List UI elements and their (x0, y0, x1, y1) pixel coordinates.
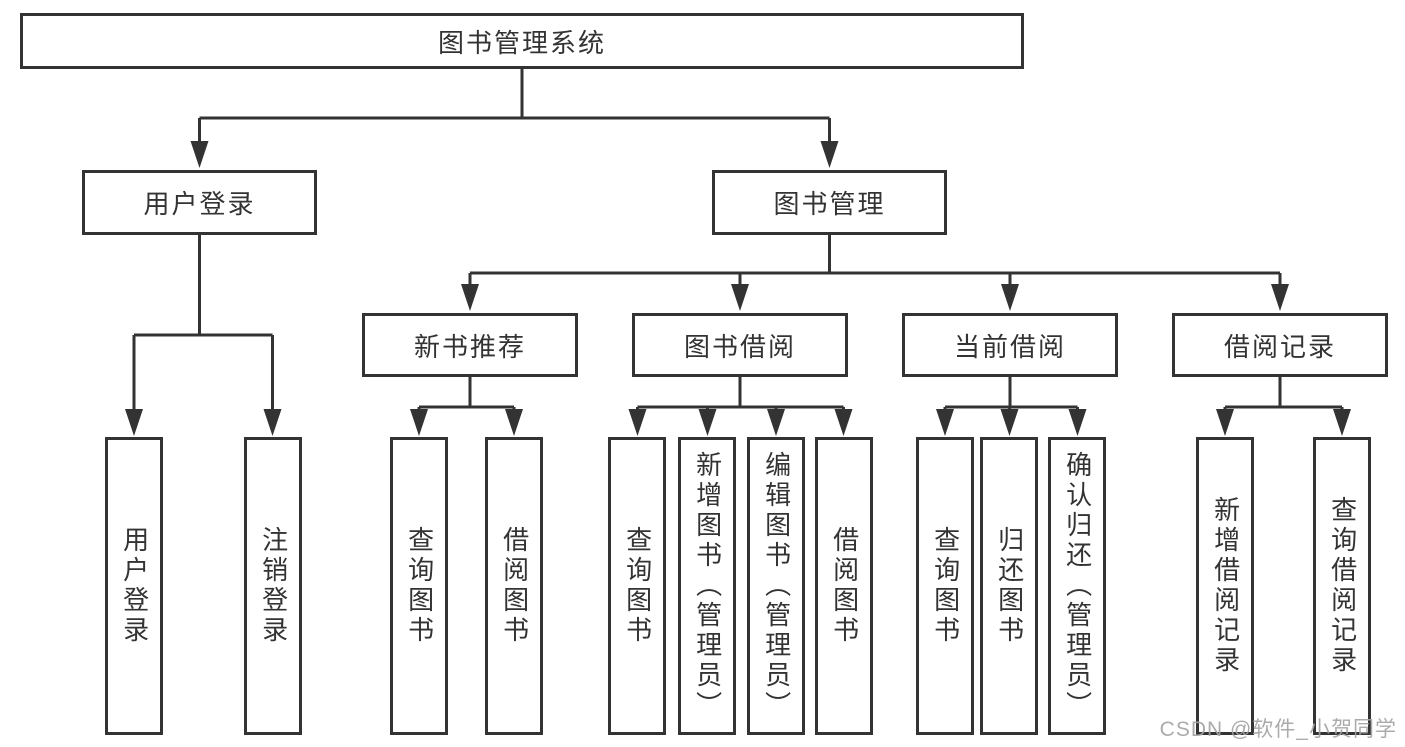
leaf-edit-book-admin-label: 编辑图书（管理员） (761, 451, 792, 721)
node-user-login-label: 用户登录 (143, 189, 256, 219)
arrowhead (410, 409, 428, 436)
node-current-borrow: 当前借阅 (902, 313, 1118, 377)
arrowhead (1271, 284, 1289, 311)
leaf-add-book-admin-label: 新增图书（管理员） (692, 451, 723, 721)
leaf-borrow-books-recommend-label: 借阅图书 (499, 526, 530, 646)
leaf-return-book: 归还图书 (980, 437, 1038, 735)
arrowhead (1333, 409, 1351, 436)
leaf-edit-book-admin: 编辑图书（管理员） (747, 437, 805, 735)
leaf-query-books-borrow-label: 查询图书 (622, 526, 653, 646)
node-book-borrow: 图书借阅 (632, 313, 848, 377)
arrowhead (263, 409, 282, 436)
leaf-logout-label: 注销登录 (258, 526, 289, 646)
arrowhead (461, 284, 479, 311)
node-user-login: 用户登录 (82, 170, 317, 235)
leaf-logout: 注销登录 (244, 437, 302, 735)
leaf-confirm-return-admin-label: 确认归还（管理员） (1062, 451, 1093, 721)
arrowhead (505, 409, 523, 436)
arrowhead (820, 141, 839, 168)
node-borrow-records-label: 借阅记录 (1223, 331, 1336, 362)
leaf-user-login-label: 用户登录 (119, 526, 150, 646)
arrowhead (1000, 409, 1019, 436)
leaf-query-books-current: 查询图书 (916, 437, 974, 735)
node-borrow-records: 借阅记录 (1172, 313, 1388, 377)
leaf-add-book-admin: 新增图书（管理员） (678, 437, 736, 735)
leaf-user-login: 用户登录 (105, 437, 163, 735)
arrowhead (698, 409, 717, 436)
node-new-book-recommend: 新书推荐 (362, 313, 578, 377)
leaf-query-books-current-label: 查询图书 (930, 526, 961, 646)
arrowhead (1068, 409, 1087, 436)
leaf-query-borrow-record: 查询借阅记录 (1313, 437, 1371, 735)
node-book-management: 图书管理 (712, 170, 947, 235)
leaf-borrow-books-recommend: 借阅图书 (485, 437, 543, 735)
arrowhead (731, 284, 749, 311)
leaf-query-borrow-record-label: 查询借阅记录 (1327, 496, 1358, 676)
node-root: 图书管理系统 (20, 13, 1024, 69)
arrowhead (628, 409, 647, 436)
leaf-query-books-borrow: 查询图书 (608, 437, 666, 735)
node-current-borrow-label: 当前借阅 (953, 331, 1066, 362)
leaf-query-books-recommend-label: 查询图书 (404, 526, 435, 646)
arrowhead (767, 409, 785, 436)
node-root-label: 图书管理系统 (437, 27, 606, 58)
watermark: CSDN @软件_小贺同学 (1159, 718, 1397, 741)
leaf-add-borrow-record-label: 新增借阅记录 (1210, 496, 1241, 676)
leaf-borrow-books-borrow: 借阅图书 (815, 437, 873, 735)
arrowhead (190, 141, 209, 168)
leaf-return-book-label: 归还图书 (994, 526, 1025, 646)
node-book-management-label: 图书管理 (773, 189, 886, 219)
arrowhead (936, 409, 954, 436)
arrowhead (1216, 409, 1234, 436)
node-book-borrow-label: 图书借阅 (683, 331, 796, 362)
leaf-add-borrow-record: 新增借阅记录 (1196, 437, 1254, 735)
leaf-query-books-recommend: 查询图书 (390, 437, 448, 735)
arrowhead (1001, 284, 1019, 311)
leaf-borrow-books-borrow-label: 借阅图书 (829, 526, 860, 646)
arrowhead (834, 409, 853, 436)
node-new-book-recommend-label: 新书推荐 (413, 331, 526, 362)
arrowhead (125, 409, 143, 436)
leaf-confirm-return-admin: 确认归还（管理员） (1048, 437, 1106, 735)
